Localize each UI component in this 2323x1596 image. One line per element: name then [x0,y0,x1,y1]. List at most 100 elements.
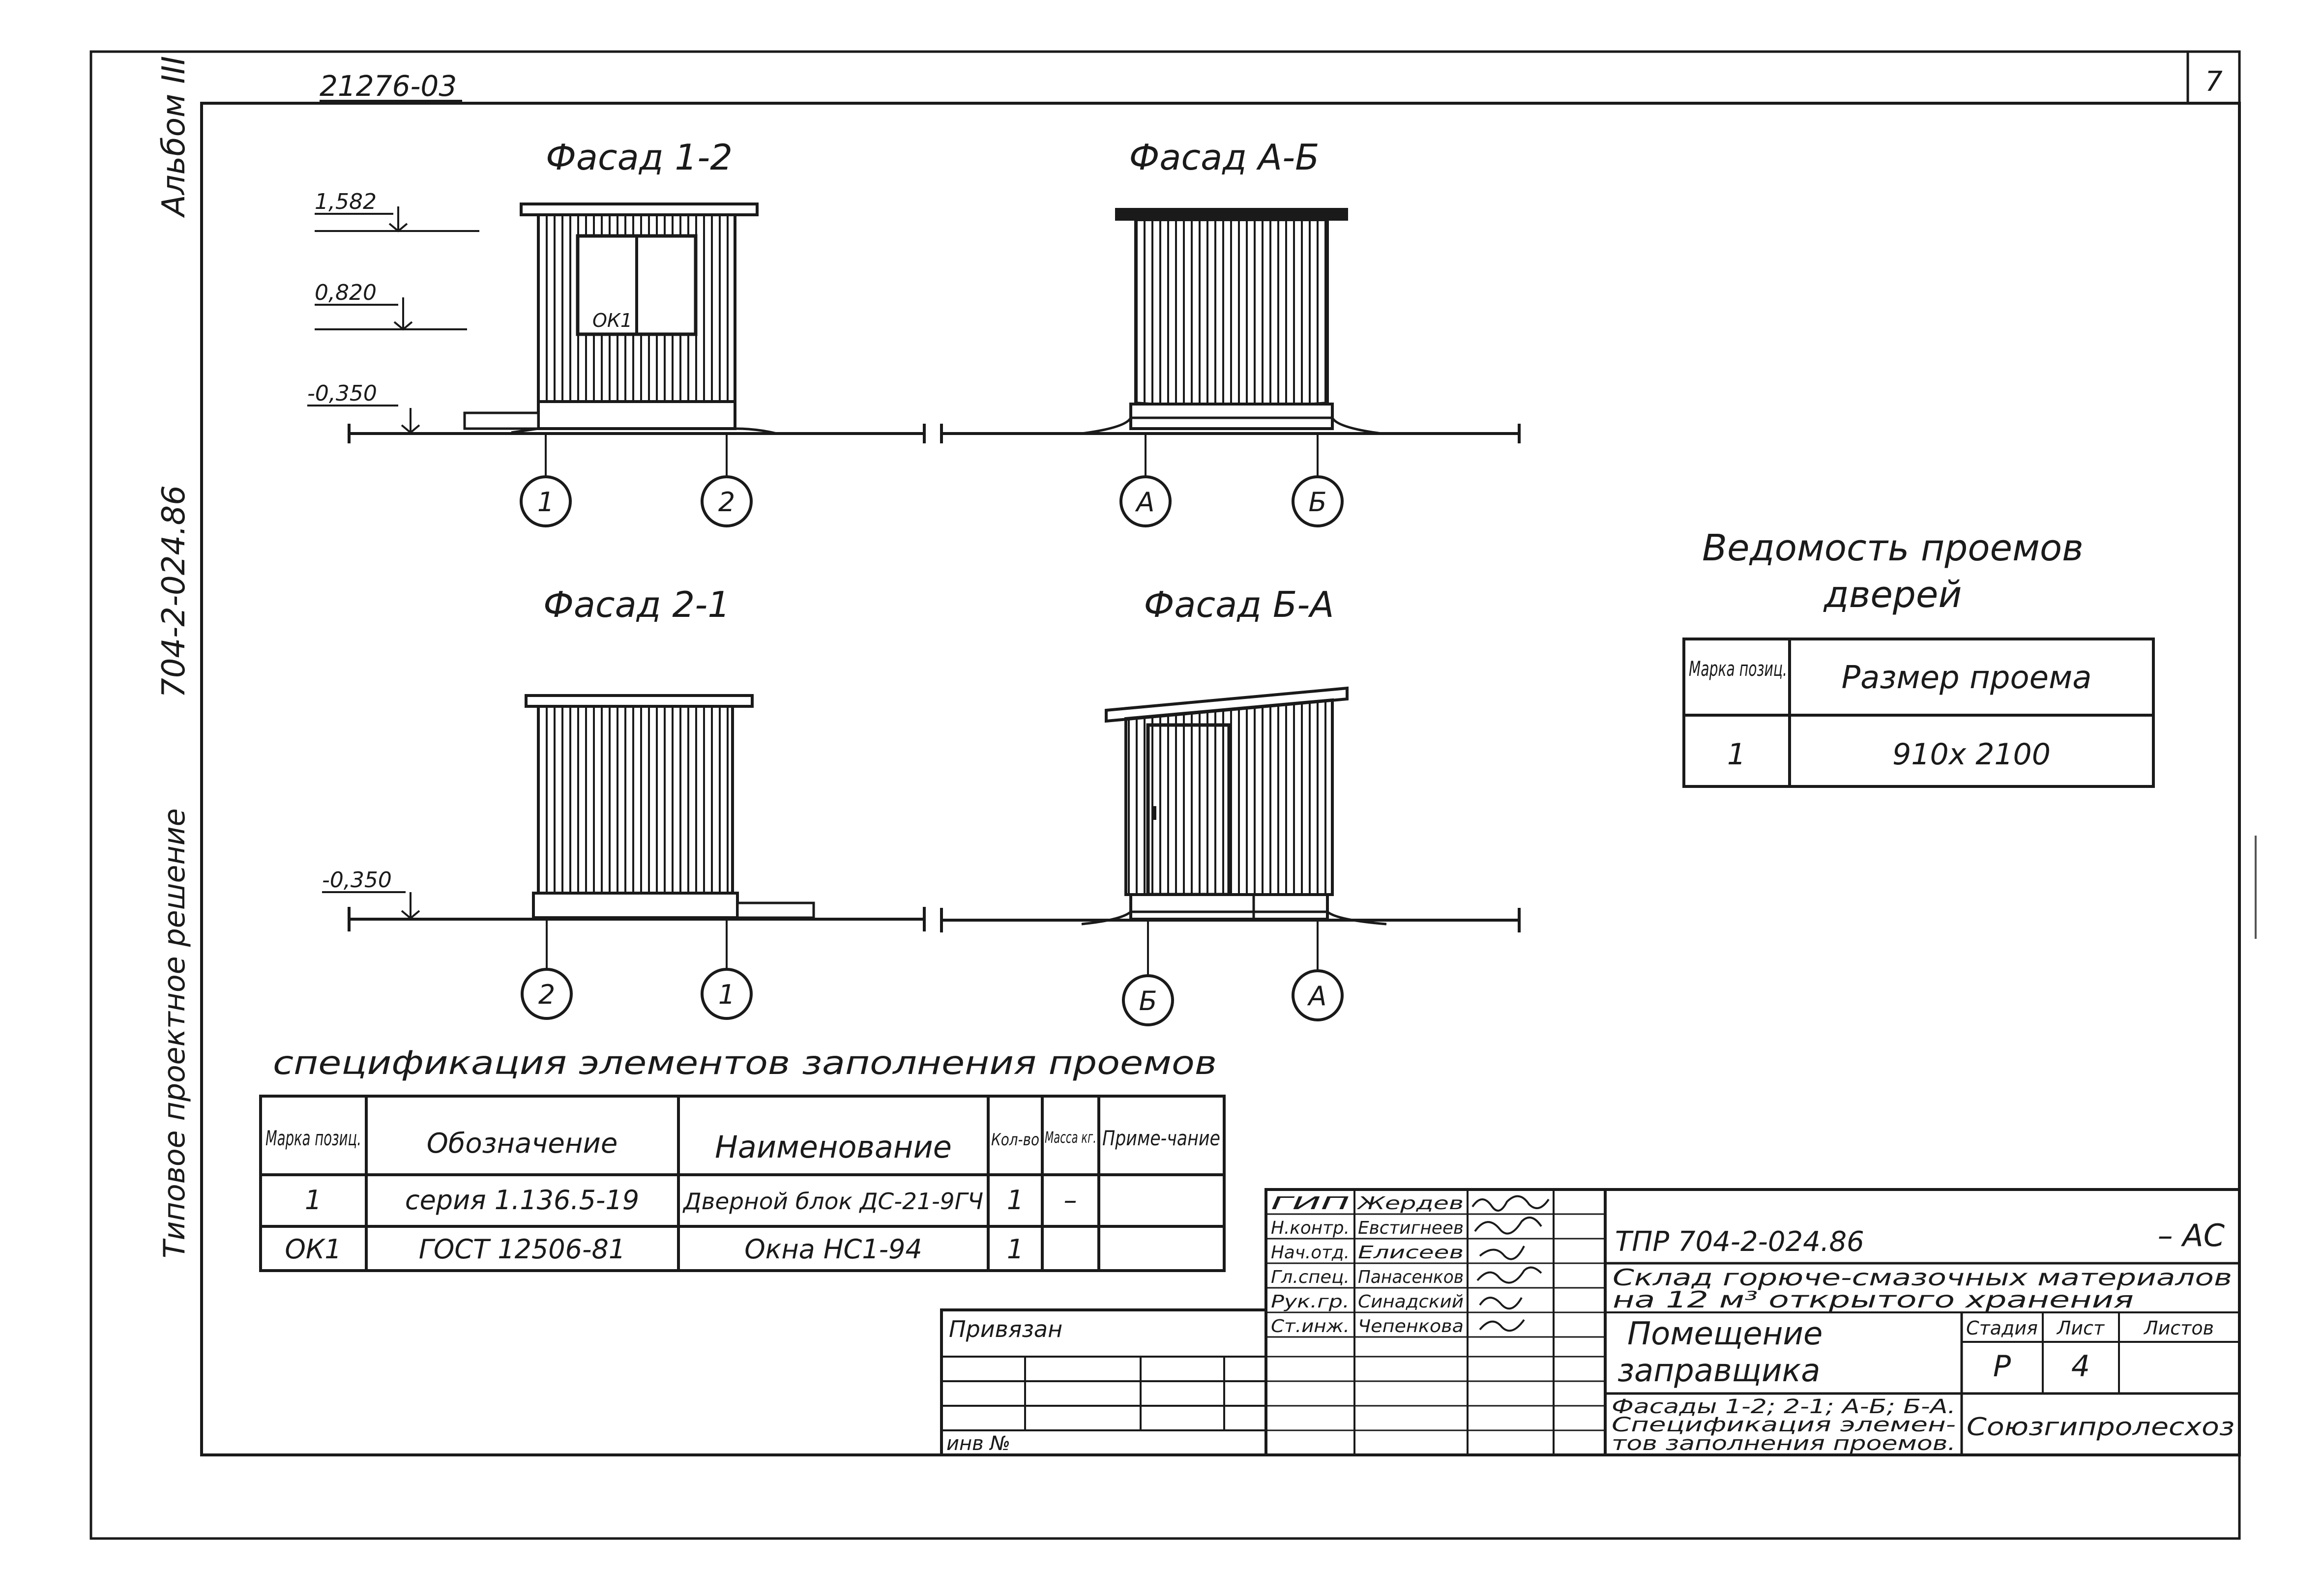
signature-scribble [1471,1195,1550,1212]
page-number: 7 [2205,66,2223,98]
title-room-line1: Помещение [1627,1316,1823,1352]
signature-scribble [1479,1246,1525,1260]
signer-role: Рук.гр. [1271,1292,1350,1312]
level-minus-0-350-b: -0,350 [322,868,392,893]
facade-a-b-title: Фасад А-Б [1129,137,1319,178]
title-sheet: 4 [2071,1349,2090,1384]
title-sheets-header: Листов [2143,1317,2214,1339]
axis-bubble [1122,974,1174,1026]
spec-cell: серия 1.136.5-19 [405,1185,639,1216]
level-1-582: 1,582 [315,189,377,214]
axis-label: А [1307,981,1327,1012]
title-object-line1: Склад горюче-смазочных материалов [1613,1264,2232,1291]
signer-role: Н.контр. [1271,1218,1350,1238]
axis-label: Б [1139,986,1157,1016]
doc-code-top: 21276-03 [320,69,457,103]
axis-bubble [520,475,572,527]
facade-a-b-roof [1115,208,1348,221]
level-0-820: 0,820 [315,280,377,305]
title-content-line2: Спецификация элемен- [1612,1414,1956,1436]
axis-label: 1 [537,487,554,518]
title-sheet-mark: – АС [2158,1218,2225,1253]
axis-bubble [521,968,573,1020]
title-sheet-header: Лист [2056,1317,2105,1339]
doors-header-mark: Марка позиц. [1689,657,1787,681]
signature-scribble [1476,1266,1542,1284]
facade-2-1-wall [537,705,734,895]
spec-cell: 1 [1007,1234,1024,1265]
signer-role: Гл.спец. [1271,1267,1350,1287]
facade-a-b: Фасад А-Б А Б [940,137,1521,527]
privyazan-label: Привязан [949,1316,1062,1342]
spec-table: спецификация элементов заполнения проемо… [259,1044,1226,1272]
signer-role: Ст.инж. [1271,1316,1350,1336]
doors-schedule-title-1: Ведомость проемов [1702,527,2084,569]
axis-bubble [1292,475,1344,527]
facade-1-2-roof [520,203,759,216]
signer-name: Синадский [1358,1292,1464,1312]
title-block: Привязан инв № ГИП Жердев Н.контр. Евсти… [940,1188,2241,1456]
facade-1-2-window-mark: ОК1 [592,310,632,331]
inv-no-label: инв № [946,1432,1010,1455]
spec-cell: ОК1 [285,1234,341,1265]
axis-bubble [701,968,753,1020]
spec-cell: ГОСТ 12506-81 [419,1234,625,1265]
door-handle [1151,806,1156,820]
axis-label: Б [1308,487,1326,518]
facade-b-a: Фасад Б-А Б А [940,584,1521,1026]
spec-header: Масса кг. [1045,1128,1096,1147]
facade-b-a-roof [1105,686,1349,723]
doors-row-size: 910х 2100 [1892,737,2051,772]
title-doc-code: ТПР 704-2-024.86 [1615,1226,1864,1258]
facade-a-b-wall [1134,218,1329,408]
spec-cell: Окна НС1-94 [744,1234,922,1265]
spec-header: Обозначение [427,1128,618,1160]
axis-label: А [1135,487,1155,518]
facade-2-1-title: Фасад 2-1 [543,584,730,625]
axis-bubble [1292,969,1344,1021]
facade-1-2-steps [463,411,540,430]
album-label: Альбом III [156,56,192,218]
doors-header-size: Размер проема [1842,660,2092,696]
facade-1-2: Фасад 1-2 ОК1 1,582 0,820 -0,350 1 2 [307,137,926,527]
series-label-side: Типовое проектное решение [157,808,192,1258]
signer-name: Жердев [1356,1193,1464,1214]
spec-cell: 1 [1007,1185,1024,1216]
title-object-line2: на 12 м³ открытого хранения [1613,1286,2134,1313]
doors-schedule-title-2: дверей [1823,574,1962,616]
spec-table-title: спецификация элементов заполнения проемо… [273,1044,1217,1082]
facade-2-1-steps [736,901,815,919]
axis-label: 1 [718,979,735,1010]
spec-header: Наименование [715,1129,952,1165]
spec-header: Марка позиц. [265,1126,361,1150]
title-stage-header: Стадия [1966,1317,2038,1339]
axis-label: 2 [538,979,555,1010]
level-minus-0-350-a: -0,350 [307,381,377,406]
signer-name: Евстигнеев [1358,1218,1464,1238]
signer-name: Панасенков [1358,1267,1464,1287]
facade-1-2-plinth [537,400,736,430]
spec-cell: 1 [305,1185,322,1216]
facade-b-a-plinth [1129,893,1329,921]
spec-cell: Дверной блок ДС-21-9ГЧ [682,1188,983,1215]
facade-b-a-door [1146,723,1231,897]
title-org: Союзгипролесхоз [1967,1413,2235,1441]
title-content-line3: тов заполнения проемов. [1612,1432,1956,1455]
axis-label: 2 [718,487,735,518]
signature-scribble [1479,1319,1525,1332]
title-content-line1: Фасады 1-2; 2-1; А-Б; Б-А. [1612,1395,1956,1418]
spec-header: Приме-чание [1102,1126,1220,1150]
signature-scribble [1479,1297,1523,1310]
spec-header: Кол-во [991,1130,1039,1150]
facade-2-1: Фасад 2-1 -0,350 2 1 [322,584,926,1020]
facade-a-b-plinth [1129,403,1334,430]
doors-row-mark: 1 [1727,737,1746,772]
signer-name: Елисеев [1358,1243,1464,1263]
signer-role: ГИП [1271,1193,1350,1214]
project-code-side: 704-2-024.86 [156,485,192,698]
axis-bubble [701,475,753,527]
axis-bubble [1119,475,1172,527]
facade-1-2-title: Фасад 1-2 [546,137,733,178]
signer-role: Нач.отд. [1271,1243,1350,1263]
